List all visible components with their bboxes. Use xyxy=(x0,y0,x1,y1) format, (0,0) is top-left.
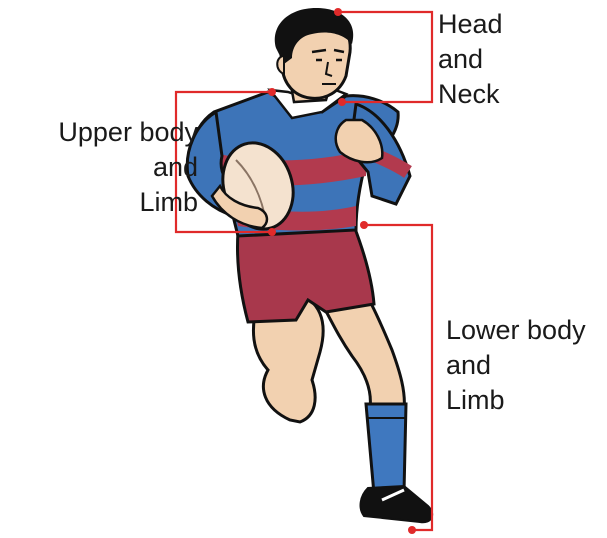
waist-marker xyxy=(268,228,276,236)
label-line: Upper body xyxy=(8,115,198,150)
shoulder-marker xyxy=(268,88,276,96)
head-marker xyxy=(334,8,342,16)
label-line: Lower body xyxy=(446,313,586,348)
neck-marker xyxy=(338,98,346,106)
label-upper-body-and-limb: Upper body and Limb xyxy=(8,115,198,220)
label-line: Head xyxy=(438,7,503,42)
front-shoe xyxy=(361,486,433,522)
label-line: and xyxy=(446,348,586,383)
label-lower-body-and-limb: Lower body and Limb xyxy=(446,313,586,418)
label-line: and xyxy=(438,42,503,77)
label-line: and xyxy=(8,150,198,185)
ear xyxy=(277,56,284,74)
label-head-and-neck: Head and Neck xyxy=(438,7,503,112)
label-line: Limb xyxy=(8,185,198,220)
foot-marker xyxy=(408,526,416,534)
bracket-head-neck xyxy=(338,12,432,102)
label-line: Limb xyxy=(446,383,586,418)
label-line: Neck xyxy=(438,77,503,112)
rugby-player-running-with-ball-icon xyxy=(187,8,432,522)
hip-marker xyxy=(360,221,368,229)
